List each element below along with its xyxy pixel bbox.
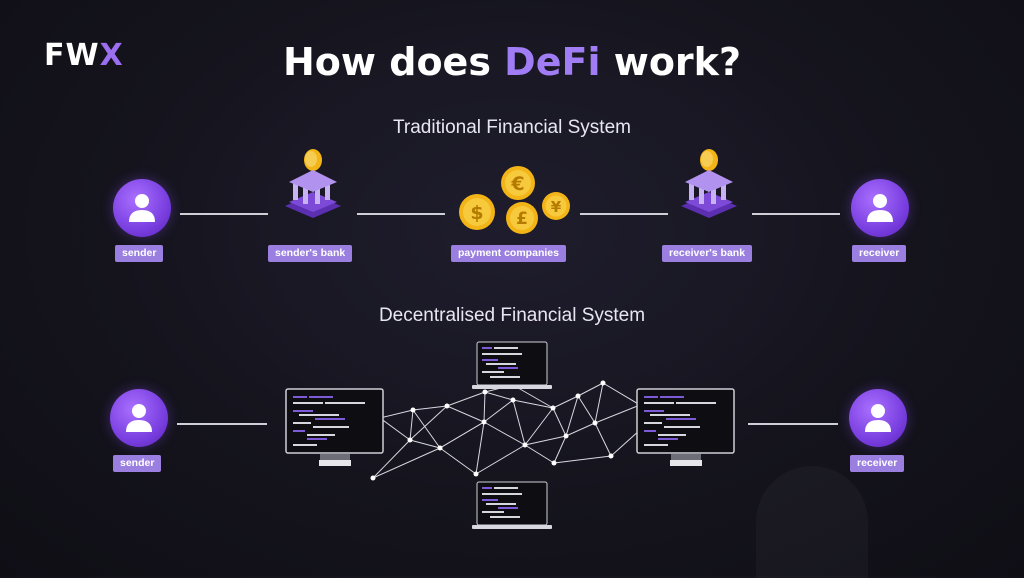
background-decoration — [756, 466, 868, 578]
user-icon — [126, 404, 152, 432]
bank-icon — [681, 149, 737, 218]
monitor-icon — [285, 388, 384, 466]
page-title: How does DeFi work? — [0, 40, 1024, 84]
traditional-heading: Traditional Financial System — [393, 117, 631, 138]
coins-icon: € $ £ ¥ — [459, 166, 570, 234]
pound-symbol: £ — [516, 209, 528, 229]
tag-sender: sender — [115, 245, 164, 262]
dollar-symbol: $ — [470, 202, 483, 224]
connector-line — [180, 213, 268, 215]
connector-line — [752, 213, 840, 215]
brand-logo: FWX — [44, 38, 124, 73]
tag-senders-bank: sender's bank — [268, 245, 353, 262]
sender-avatar — [113, 179, 171, 237]
tag-receiver: receiver — [852, 245, 907, 262]
title-suffix: work? — [600, 40, 741, 84]
yen-symbol: ¥ — [551, 198, 562, 216]
title-prefix: How does — [283, 40, 505, 84]
user-icon — [865, 404, 891, 432]
receiver-avatar — [849, 389, 907, 447]
tag-receiver: receiver — [850, 455, 905, 472]
monitor-icon — [636, 388, 735, 466]
receiver-avatar — [851, 179, 909, 237]
euro-symbol: € — [510, 173, 524, 195]
laptop-icon — [472, 481, 552, 529]
tag-receivers-bank: receiver's bank — [662, 245, 753, 262]
tag-sender: sender — [113, 455, 162, 472]
decentralised-heading: Decentralised Financial System — [378, 305, 646, 326]
bank-icon — [285, 149, 341, 218]
connector-line — [580, 213, 668, 215]
logo-text: FW — [44, 38, 100, 73]
user-icon — [867, 194, 893, 222]
laptop-icon — [472, 341, 552, 389]
connector-line — [357, 213, 445, 215]
tag-payment-companies: payment companies — [451, 245, 566, 262]
sender-avatar — [110, 389, 168, 447]
connector-line — [748, 423, 838, 425]
connector-line — [177, 423, 267, 425]
title-accent: DeFi — [504, 40, 601, 84]
logo-accent: X — [99, 38, 124, 73]
user-icon — [129, 194, 155, 222]
